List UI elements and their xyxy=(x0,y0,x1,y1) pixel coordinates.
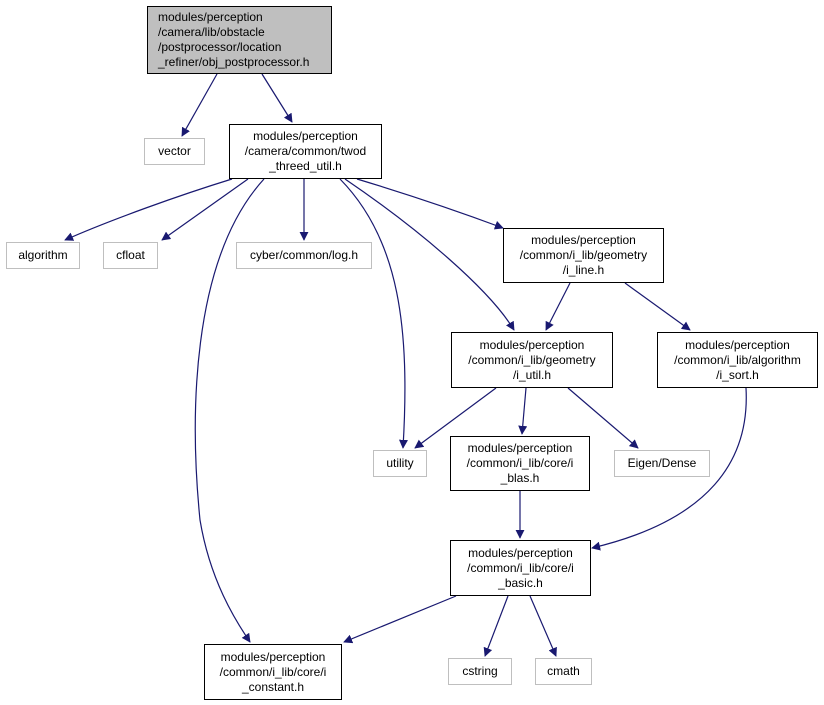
edge-i-line-to-i-sort xyxy=(624,282,691,331)
edge-twod-threed-util-to-cfloat xyxy=(161,178,249,241)
node-cstring: cstring xyxy=(448,658,512,685)
edge-i-line-to-i-util xyxy=(545,282,571,331)
node-i-util[interactable]: modules/perception /common/i_lib/geometr… xyxy=(451,332,613,388)
node-cfloat: cfloat xyxy=(103,242,158,269)
node-i-line[interactable]: modules/perception /common/i_lib/geometr… xyxy=(503,228,664,283)
node-i-blas[interactable]: modules/perception /common/i_lib/core/i … xyxy=(450,436,590,491)
node-cyber-log: cyber/common/log.h xyxy=(236,242,372,269)
node-cmath: cmath xyxy=(535,658,592,685)
edge-twod-threed-util-to-i-line xyxy=(356,178,504,230)
edge-twod-threed-util-to-i-util xyxy=(344,178,515,331)
node-eigen-dense: Eigen/Dense xyxy=(614,450,710,477)
edge-twod-threed-util-to-i-constant xyxy=(194,178,265,643)
edge-i-sort-to-i-basic xyxy=(591,387,747,551)
edge-i-basic-to-cstring xyxy=(483,595,509,657)
node-i-basic[interactable]: modules/perception /common/i_lib/core/i … xyxy=(450,540,591,596)
edge-twod-threed-util-to-utility xyxy=(339,178,408,449)
node-algorithm: algorithm xyxy=(6,242,80,269)
node-i-sort[interactable]: modules/perception /common/i_lib/algorit… xyxy=(657,332,818,388)
edge-i-util-to-i-blas xyxy=(518,387,528,435)
edge-obj-postprocessor-to-vector xyxy=(181,73,218,137)
edge-i-util-to-eigen-dense xyxy=(567,387,639,449)
edge-twod-threed-util-to-algorithm xyxy=(64,178,233,241)
edge-i-basic-to-i-constant xyxy=(343,595,457,644)
edge-i-basic-to-cmath xyxy=(529,595,557,657)
node-i-constant[interactable]: modules/perception /common/i_lib/core/i … xyxy=(204,644,342,700)
node-utility: utility xyxy=(373,450,427,477)
edge-i-util-to-utility xyxy=(414,387,497,449)
node-twod-threed-util[interactable]: modules/perception /camera/common/twod _… xyxy=(229,124,382,179)
node-vector: vector xyxy=(144,138,205,165)
node-obj-postprocessor: modules/perception /camera/lib/obstacle … xyxy=(147,6,332,74)
edge-obj-postprocessor-to-twod-threed-util xyxy=(261,73,293,123)
